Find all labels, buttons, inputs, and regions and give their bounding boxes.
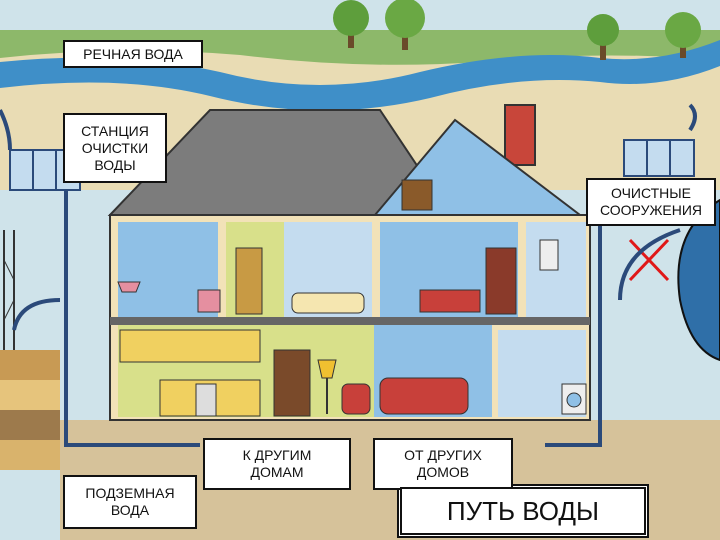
- label-river-water: РЕЧНАЯ ВОДА: [63, 40, 203, 68]
- kitchen-upper-cabinets: [120, 330, 260, 362]
- label-groundwater: ПОДЗЕМНАЯ ВОДА: [63, 475, 197, 529]
- label-to-other-houses: К ДРУГИМ ДОМАМ: [203, 438, 351, 490]
- chimney: [505, 105, 535, 165]
- water-heater-icon: [540, 240, 558, 270]
- stove-icon: [196, 384, 216, 416]
- bed: [420, 290, 480, 312]
- page-title: ПУТЬ ВОДЫ: [400, 487, 646, 535]
- label-treatment-station: СТАНЦИЯ ОЧИСТКИ ВОДЫ: [63, 113, 167, 183]
- floor-slab: [110, 317, 590, 325]
- sewage-tanks: [624, 140, 694, 176]
- bathtub-icon: [292, 293, 364, 313]
- label-sewage-treatment: ОЧИСТНЫЕ СООРУЖЕНИЯ: [586, 178, 716, 226]
- wardrobe: [486, 248, 516, 314]
- toilet-icon: [198, 290, 220, 312]
- sink-icon: [118, 282, 140, 292]
- attic-dresser: [402, 180, 432, 210]
- washing-machine-icon: [562, 384, 586, 414]
- label-from-other-houses: ОТ ДРУГИХ ДОМОВ: [373, 438, 513, 490]
- soil-layers: [0, 350, 60, 470]
- bookshelf: [274, 350, 310, 416]
- door: [236, 248, 262, 314]
